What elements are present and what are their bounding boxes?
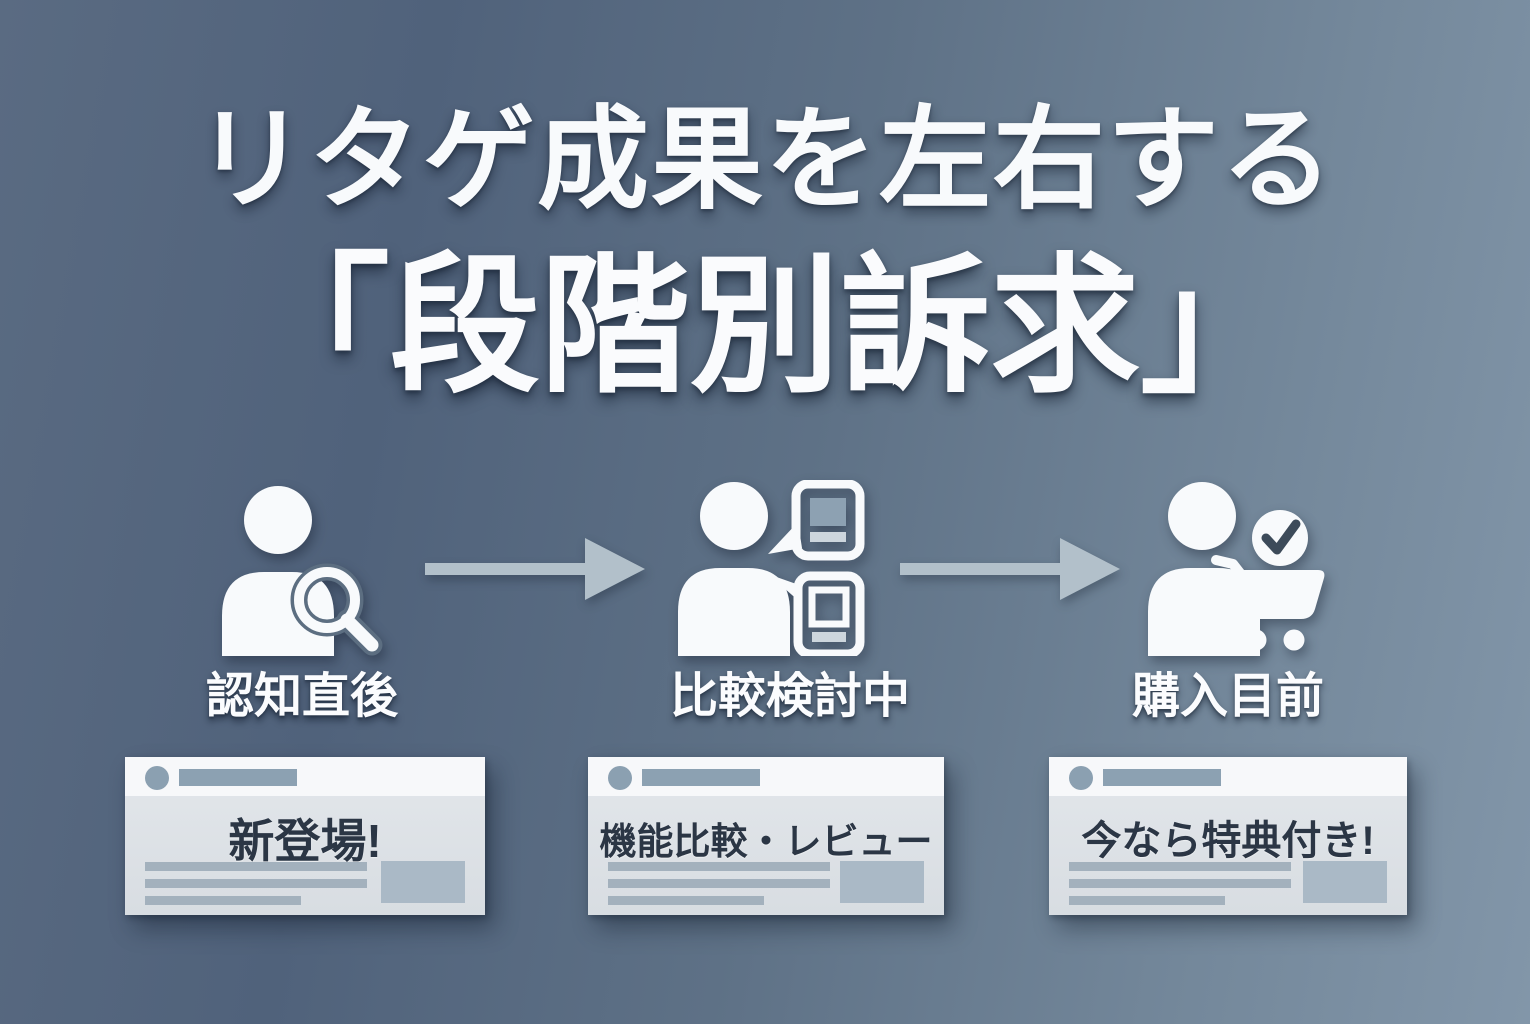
ad-text-placeholder: [1069, 896, 1225, 905]
page-title: リタゲ成果を左右する: [195, 97, 1335, 222]
ad-title-placeholder: [1103, 769, 1221, 786]
cart-basket: [1231, 570, 1325, 619]
stage-label-comparison: 比較検討中: [669, 670, 911, 723]
avatar: [1069, 766, 1093, 790]
ad-text-placeholder: [145, 879, 367, 888]
arrow-head: [1060, 538, 1120, 600]
ad-headline: 機能比較・レビュー: [599, 821, 933, 862]
ad-cta-placeholder: [1303, 861, 1387, 903]
cart-wheel-right: [1283, 629, 1305, 651]
person-head: [1168, 482, 1236, 550]
ad-headline: 今なら特典付き!: [1081, 819, 1375, 863]
speech-bubble-bottom: [793, 571, 865, 656]
check-circle: [1252, 510, 1308, 566]
user-search-icon: [222, 486, 383, 656]
stage-label-purchase: 購入目前: [1131, 670, 1325, 723]
device-screen-top: [810, 498, 846, 526]
ad-card-header: [125, 757, 485, 796]
stage-label-awareness: 認知直後: [205, 670, 399, 723]
ad-text-placeholder: [145, 896, 301, 905]
avatar: [608, 766, 632, 790]
person-head: [700, 482, 768, 550]
avatar: [145, 766, 169, 790]
ad-title-placeholder: [642, 769, 760, 786]
ad-card-comparison: 機能比較・レビュー: [588, 757, 944, 915]
ad-cta-placeholder: [840, 861, 924, 903]
cart-wheel-left: [1245, 629, 1267, 651]
magnifier-handle: [340, 613, 379, 652]
arrow-right-icon: [425, 538, 645, 600]
person-head: [244, 486, 312, 554]
arrow-right-icon: [900, 538, 1120, 600]
ad-text-placeholder: [145, 862, 367, 871]
speech-bubble-top: [791, 480, 865, 561]
arrow-head: [585, 538, 645, 600]
ad-text-placeholder: [608, 862, 830, 871]
device-bar-top: [810, 532, 846, 542]
check-mark: [1261, 519, 1301, 555]
ad-card-purchase: 今なら特典付き!: [1049, 757, 1407, 915]
user-cart-check-icon: [1148, 482, 1325, 656]
page-subtitle: 「段階別訴求」: [239, 242, 1290, 410]
device-screen-bottom: [808, 586, 850, 628]
ad-card-header: [588, 757, 944, 796]
arrow-shaft: [900, 563, 1062, 575]
ad-text-placeholder: [1069, 862, 1291, 871]
ad-title-placeholder: [179, 769, 297, 786]
person-body: [1148, 568, 1260, 656]
ad-headline: 新登場!: [228, 815, 382, 867]
ad-text-placeholder: [1069, 879, 1291, 888]
magnifier-glass: [294, 567, 360, 633]
ad-card-header: [1049, 757, 1407, 796]
device-bar-bottom: [812, 632, 846, 642]
ad-card-awareness: 新登場!: [125, 757, 485, 915]
person-body: [222, 572, 334, 656]
ad-cta-placeholder: [381, 861, 465, 903]
ad-text-placeholder: [608, 896, 764, 905]
ad-text-placeholder: [608, 879, 830, 888]
user-compare-icon: [678, 480, 865, 656]
arrow-shaft: [425, 563, 587, 575]
person-body: [678, 568, 790, 656]
